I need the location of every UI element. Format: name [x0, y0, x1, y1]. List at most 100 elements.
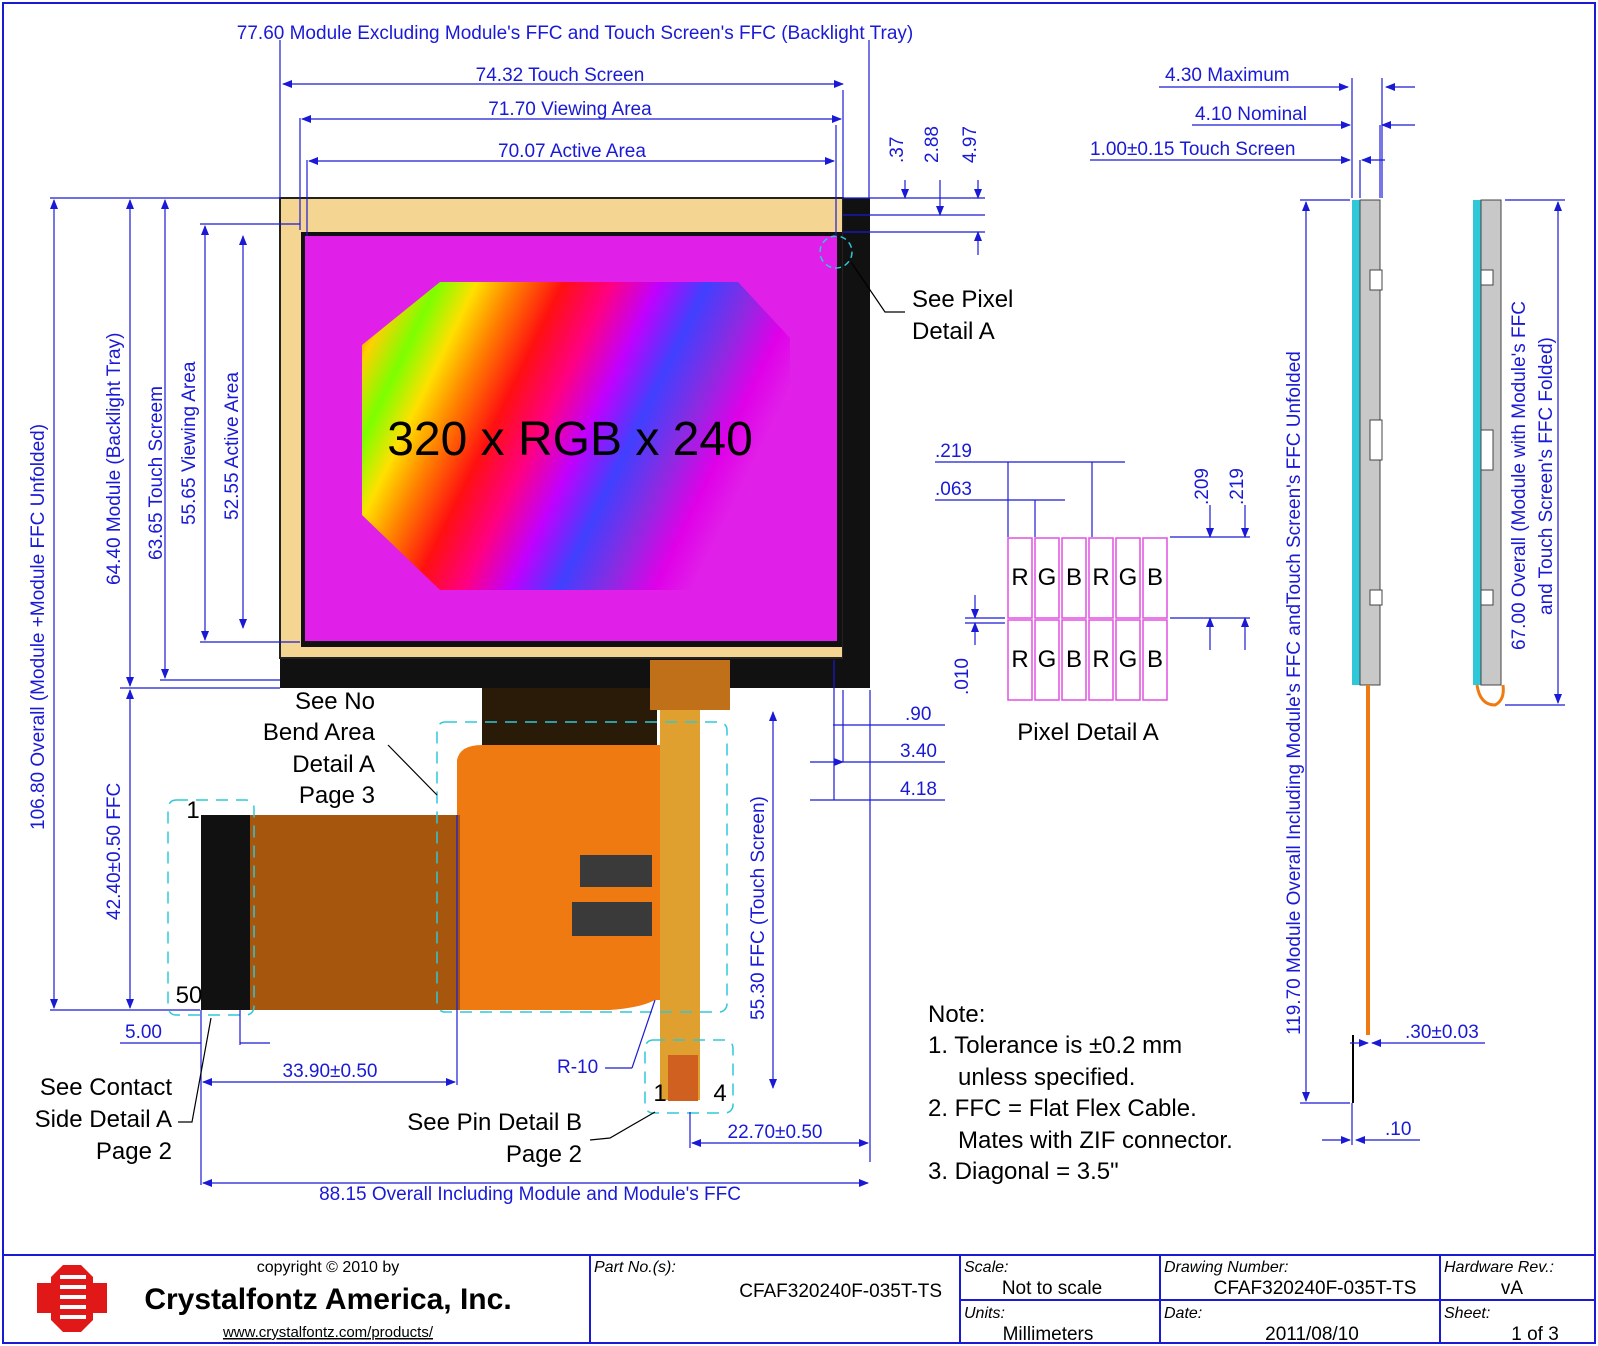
dim-71-70: 71.70 Viewing Area	[488, 99, 652, 120]
pin-detail-box	[644, 1039, 734, 1114]
callout-contact-side: See Contact Side Detail A Page 2	[35, 1017, 212, 1165]
side-view-folded: 67.00 Overall (Module with Module's FFC …	[1473, 199, 1565, 707]
company-name: Crystalfontz America, Inc.	[144, 1283, 511, 1316]
dim-2-88: 2.88	[922, 126, 943, 163]
svg-text:Detail A: Detail A	[912, 318, 995, 345]
part-value: CFAF320240F-035T-TS	[739, 1281, 942, 1302]
note-1b: unless specified.	[958, 1064, 1135, 1091]
date-label: Date:	[1164, 1305, 1202, 1322]
pin-50-label: 50	[176, 982, 203, 1009]
dim-64-40: 64.40 Module (Backlight Tray)	[104, 333, 125, 585]
side-view-unfolded: 4.30 Maximum 4.10 Nominal 1.00±0.15 Touc…	[1090, 65, 1485, 1145]
pixel-subcell-label: R	[1092, 646, 1109, 673]
pixel-detail-title: Pixel Detail A	[1017, 719, 1158, 746]
dim-42-40: 42.40±0.50 FFC	[104, 783, 125, 920]
dim-pixel-219: .219	[935, 441, 972, 462]
dim-22-70: 22.70±0.50	[728, 1122, 823, 1143]
callout-no-bend: See No Bend Area Detail A Page 3	[263, 688, 438, 809]
pixel-subcell	[1061, 619, 1087, 701]
drawing-label: Drawing Number:	[1164, 1259, 1288, 1276]
right-front-dimensions: .90 3.40 4.18 55.30 FFC (Touch Screen)	[748, 660, 945, 1162]
dim-4-30: 4.30 Maximum	[1165, 65, 1290, 86]
units-label: Units:	[964, 1305, 1005, 1322]
svg-text:See Contact: See Contact	[40, 1074, 172, 1101]
note-1: 1. Tolerance is ±0.2 mm	[928, 1032, 1182, 1059]
dim-0-37: .37	[887, 137, 908, 163]
hw-rev-label: Hardware Rev.:	[1444, 1259, 1554, 1276]
hw-rev-value: vA	[1501, 1278, 1524, 1299]
dim-55-65: 55.65 Viewing Area	[179, 361, 200, 525]
dim-55-30: 55.30 FFC (Touch Screen)	[748, 796, 769, 1020]
ts-pin-4-label: 4	[713, 1080, 726, 1107]
pixel-subcell-label: G	[1038, 564, 1057, 591]
dim-33-90: 33.90±0.50	[283, 1061, 378, 1082]
dim-88-15: 88.15 Overall Including Module and Modul…	[319, 1184, 741, 1205]
svg-text:Side Detail A: Side Detail A	[35, 1106, 172, 1133]
svg-text:Page 2: Page 2	[96, 1138, 172, 1165]
notes-title: Note:	[928, 1001, 985, 1028]
dim-70-07: 70.07 Active Area	[498, 141, 646, 162]
pixel-subcell-label: G	[1038, 646, 1057, 673]
note-2: 2. FFC = Flat Flex Cable.	[928, 1095, 1197, 1122]
date-value: 2011/08/10	[1265, 1324, 1359, 1345]
pixel-subcell-label: B	[1066, 564, 1082, 591]
pin-1-label: 1	[186, 797, 199, 824]
note-2b: Mates with ZIF connector.	[958, 1127, 1233, 1154]
svg-text:See Pixel: See Pixel	[912, 286, 1013, 313]
pixel-subcell	[1115, 537, 1141, 619]
touch-screen-ffc	[660, 660, 700, 1100]
pixel-subcell-label: B	[1147, 646, 1163, 673]
top-dimensions: 77.60 Module Excluding Module's FFC and …	[237, 23, 985, 255]
pixel-subcell	[1142, 537, 1168, 619]
pixel-subcell-label: G	[1119, 646, 1138, 673]
pixel-subcell-label: B	[1147, 564, 1163, 591]
pixel-subcell-label: R	[1092, 564, 1109, 591]
scale-label: Scale:	[964, 1259, 1008, 1276]
dim-pixel-063: .063	[935, 479, 972, 500]
dim-0-90: .90	[905, 704, 931, 725]
dim-67-00-line1: 67.00 Overall (Module with Module's FFC	[1509, 301, 1530, 650]
svg-text:See No: See No	[295, 688, 375, 715]
dim-4-10: 4.10 Nominal	[1195, 104, 1307, 125]
dim-4-18: 4.18	[900, 779, 937, 800]
no-bend-area-box	[436, 721, 728, 1013]
note-3: 3. Diagonal = 3.5"	[928, 1158, 1119, 1185]
dim-r-10: R-10	[557, 1057, 598, 1078]
pixel-subcell	[1088, 619, 1114, 701]
contact-side-box	[167, 799, 255, 1016]
pixel-subcell	[1142, 619, 1168, 701]
callout-pin-detail: See Pin Detail B Page 2	[407, 1109, 656, 1168]
part-label: Part No.(s):	[594, 1259, 676, 1276]
dim-106-80: 106.80 Overall (Module +Module FFC Unfol…	[28, 424, 49, 830]
dim-63-65: 63.65 Touch Screem	[146, 386, 167, 560]
pixel-subcell-label: G	[1119, 564, 1138, 591]
drawing-value: CFAF320240F-035T-TS	[1214, 1278, 1417, 1299]
pixel-subcell	[1034, 537, 1060, 619]
sheet-label: Sheet:	[1444, 1305, 1490, 1322]
svg-text:Bend Area: Bend Area	[263, 719, 376, 746]
scale-value: Not to scale	[1002, 1278, 1102, 1299]
sheet-value: 1 of 3	[1511, 1324, 1559, 1345]
svg-text:Page 2: Page 2	[506, 1141, 582, 1168]
crystalfontz-logo	[37, 1265, 107, 1332]
module-ffc	[201, 660, 730, 1101]
pixel-subcell-label: R	[1011, 646, 1028, 673]
dim-4-97: 4.97	[960, 126, 981, 163]
ic-chip-top	[580, 855, 652, 887]
svg-text:Detail A: Detail A	[292, 751, 375, 778]
ic-chip-bottom	[572, 902, 652, 936]
pixel-subcell-label: B	[1066, 646, 1082, 673]
left-dimensions: 106.80 Overall (Module +Module FFC Unfol…	[28, 197, 300, 1011]
dim-3-40: 3.40	[900, 741, 937, 762]
dim-52-55: 52.55 Active Area	[222, 372, 243, 520]
dim-77-60: 77.60 Module Excluding Module's FFC and …	[237, 23, 913, 44]
pixel-subcell-label: R	[1011, 564, 1028, 591]
rainbow-test-pattern	[362, 282, 790, 590]
company-url[interactable]: www.crystalfontz.com/products/	[222, 1324, 434, 1341]
dim-pixel-219-v: .219	[1227, 468, 1248, 505]
